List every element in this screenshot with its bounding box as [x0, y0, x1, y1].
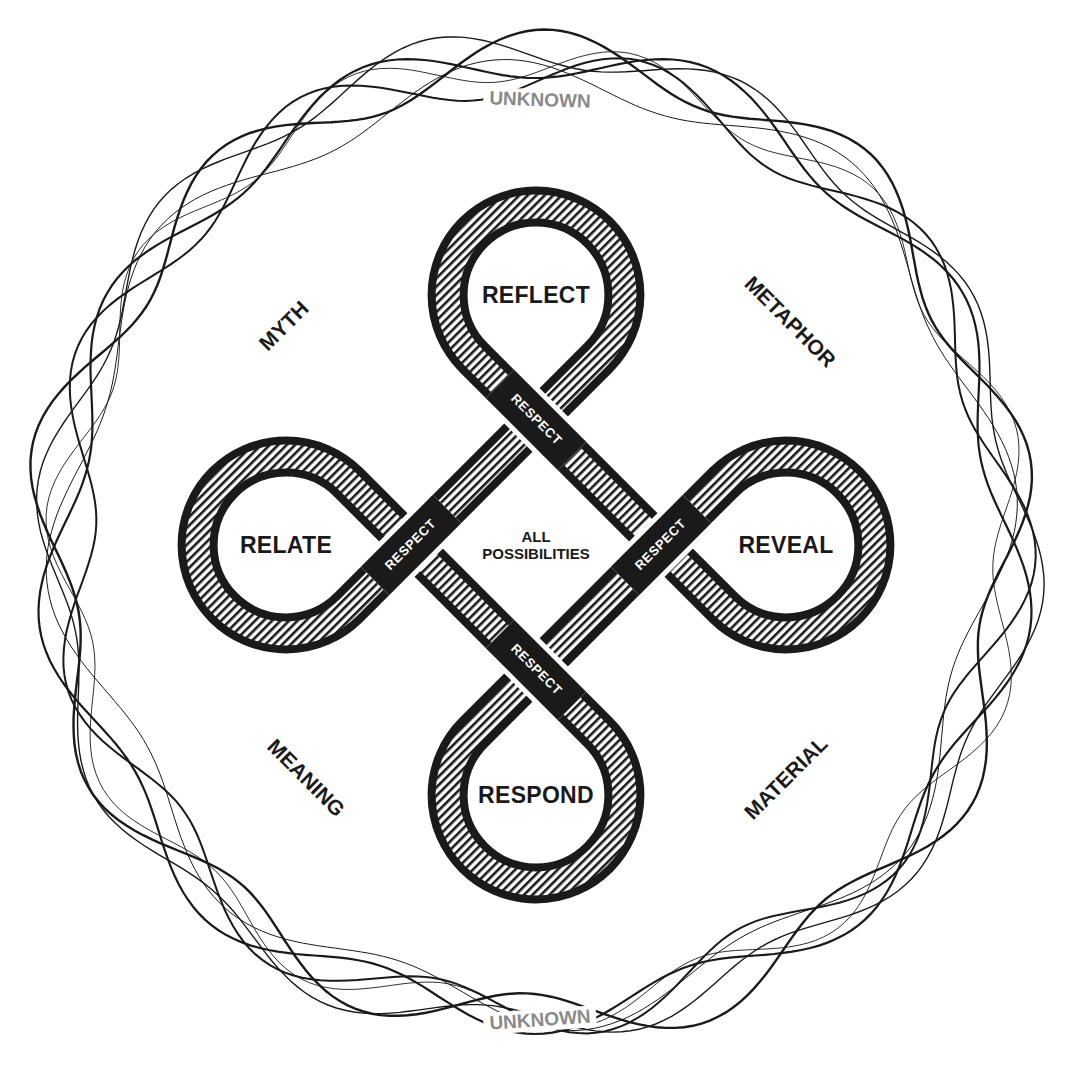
wavy-rings — [31, 30, 1045, 1035]
band-label: RESPECT — [508, 642, 565, 699]
band-outline — [198, 207, 875, 884]
band-label: RESPECT — [508, 392, 565, 449]
band-label: RESPECT — [383, 517, 440, 574]
crossing-over — [500, 634, 572, 706]
quadrant-label: METAPHOR — [740, 272, 841, 373]
loop-node: RELATE — [218, 477, 354, 613]
crossing-over — [625, 509, 697, 581]
knot-crossings — [375, 384, 697, 706]
loop-node: REVEAL — [718, 477, 854, 613]
crossing-gap — [375, 509, 447, 581]
quadrant-label: MEANING — [262, 734, 349, 821]
crossing-over — [375, 509, 447, 581]
loop-node: RESPOND — [468, 727, 604, 863]
outer-label: UNKNOWN — [483, 1005, 598, 1035]
crossing-gap — [625, 509, 697, 581]
quadrant-label: MYTH — [254, 296, 313, 355]
loop-label: RELATE — [240, 532, 332, 559]
loop-label: REVEAL — [738, 532, 833, 559]
knot-band — [198, 207, 875, 884]
wavy-ring — [31, 30, 1032, 1028]
wavy-ring — [46, 60, 1017, 1031]
crossing-gap — [500, 384, 572, 456]
band-hatching — [198, 207, 875, 884]
outer-label: UNKNOWN — [483, 87, 597, 113]
quadrant-label: MATERIAL — [740, 732, 833, 825]
crossing-over — [500, 384, 572, 456]
wavy-ring — [46, 52, 1019, 1027]
band-label: RESPECT — [633, 517, 690, 574]
crossing-gap — [500, 634, 572, 706]
center-label: ALL POSSIBILITIES — [471, 528, 601, 563]
loop-label: REFLECT — [482, 282, 590, 309]
loop-node: REFLECT — [468, 227, 604, 363]
loop-label: RESPOND — [478, 782, 594, 809]
